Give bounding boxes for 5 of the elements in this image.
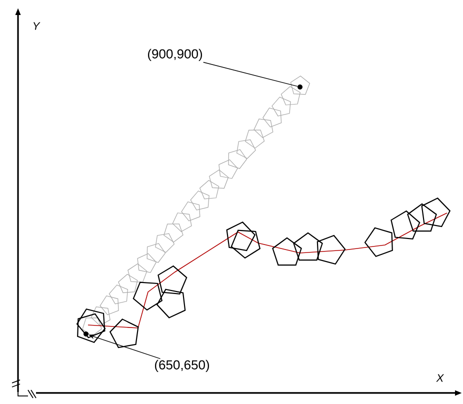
axis-label: Y <box>33 22 40 30</box>
coordinate-label: (900,900) <box>148 48 202 62</box>
axis-label: X <box>436 374 444 382</box>
coordinate-label: (650,650) <box>154 360 210 372</box>
leader-line <box>202 62 298 87</box>
